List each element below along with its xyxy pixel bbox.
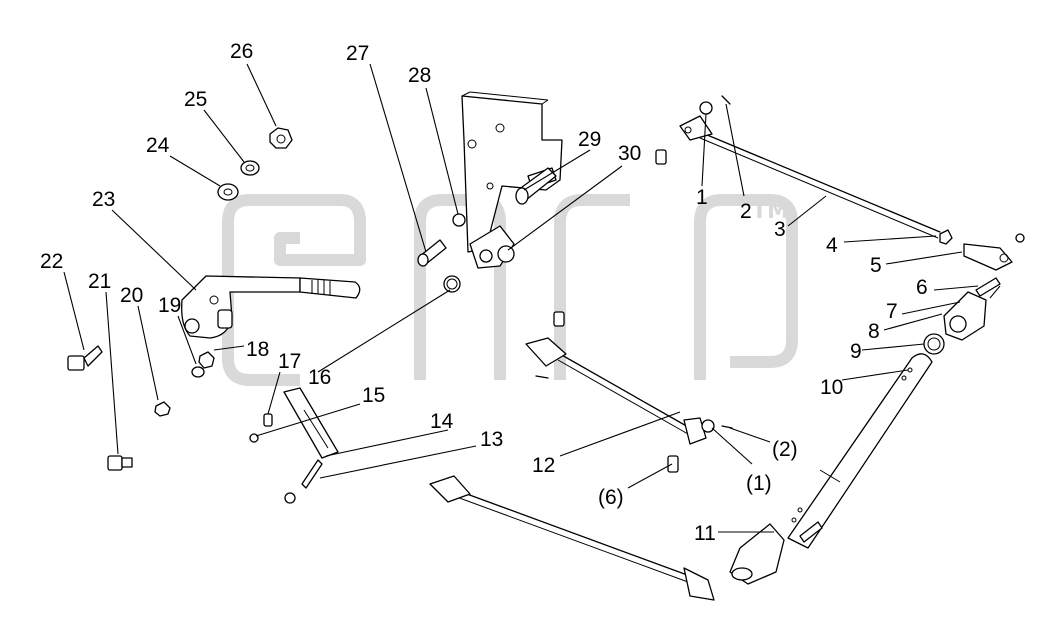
washer-part-16 <box>443 275 461 293</box>
callout-22: 22 <box>40 250 63 273</box>
pin-part-lower <box>799 521 823 543</box>
callout-16: 16 <box>308 366 331 389</box>
nut-part-20 <box>154 401 171 417</box>
callout-6: 6 <box>916 276 928 299</box>
nut-part-4 <box>939 229 953 245</box>
callout-28: 28 <box>408 64 431 87</box>
callout-23: 23 <box>92 188 115 211</box>
cotter-pin-part-2 <box>721 95 731 105</box>
callout-13: 13 <box>480 428 503 451</box>
callout-17: 17 <box>278 350 301 373</box>
callout-30: 30 <box>618 142 641 165</box>
leader-lines <box>63 63 979 533</box>
pin-part-6 <box>975 277 1001 297</box>
pin-part-17 <box>263 413 273 427</box>
callout-11: 11 <box>694 522 716 545</box>
callout-14: 14 <box>430 410 454 433</box>
lever-part-7 <box>943 285 1001 341</box>
callout-7: 7 <box>886 300 898 323</box>
lever-plate-part-14 <box>283 387 339 459</box>
callout-3: 3 <box>774 218 786 241</box>
callout-9: 9 <box>850 340 862 363</box>
callout-8: 8 <box>868 320 880 343</box>
washer-part-p1 <box>701 419 715 433</box>
rod-part-12 <box>525 311 707 445</box>
callout-5: 5 <box>870 254 882 277</box>
clevis-part-5 <box>963 233 1025 271</box>
rod-part-lower <box>429 475 715 601</box>
callout-18: 18 <box>246 338 269 361</box>
callout-labels: 26 25 24 23 22 21 20 19 18 17 16 15 14 1… <box>40 40 928 545</box>
callout-27: 27 <box>346 42 369 65</box>
washer-part-24 <box>217 183 239 201</box>
bolt-part-22 <box>67 345 103 371</box>
yoke-part-30 <box>469 225 515 269</box>
washer-part-19 <box>191 366 205 378</box>
bracket-part-11 <box>729 523 785 585</box>
callout-20: 20 <box>120 284 143 307</box>
washer-part-1 <box>699 101 713 115</box>
callout-p6: (6) <box>598 486 624 509</box>
watermark-logo: TM <box>222 194 798 386</box>
pin-part-13 <box>284 459 323 504</box>
bolt-part-21 <box>107 455 133 471</box>
pin-part-27 <box>417 239 447 267</box>
callout-2: 2 <box>740 200 752 223</box>
callout-10: 10 <box>820 376 843 399</box>
washer-part-9 <box>923 333 945 355</box>
callout-19: 19 <box>158 294 181 317</box>
callout-24: 24 <box>146 134 170 157</box>
rod-part-3 <box>679 115 941 239</box>
trademark-mark: TM <box>752 199 789 224</box>
callout-29: 29 <box>578 128 601 151</box>
callout-12: 12 <box>532 454 555 477</box>
washer-part-25 <box>240 160 260 176</box>
callout-15: 15 <box>362 384 385 407</box>
nut-part-18 <box>198 351 215 369</box>
callout-21: 21 <box>88 270 111 293</box>
callout-26: 26 <box>230 40 253 63</box>
callout-4: 4 <box>826 234 838 257</box>
pin-part-generic <box>655 149 667 165</box>
callout-p2: (2) <box>772 438 798 461</box>
washer-part-28 <box>452 213 466 227</box>
handbrake-lever-part-23 <box>181 275 361 339</box>
tube-part-10 <box>787 353 933 549</box>
callout-1: 1 <box>696 186 708 209</box>
nut-part-26 <box>269 127 293 149</box>
callout-p1: (1) <box>746 472 772 495</box>
callout-25: 25 <box>184 88 207 111</box>
pin-part-p6 <box>667 455 679 473</box>
